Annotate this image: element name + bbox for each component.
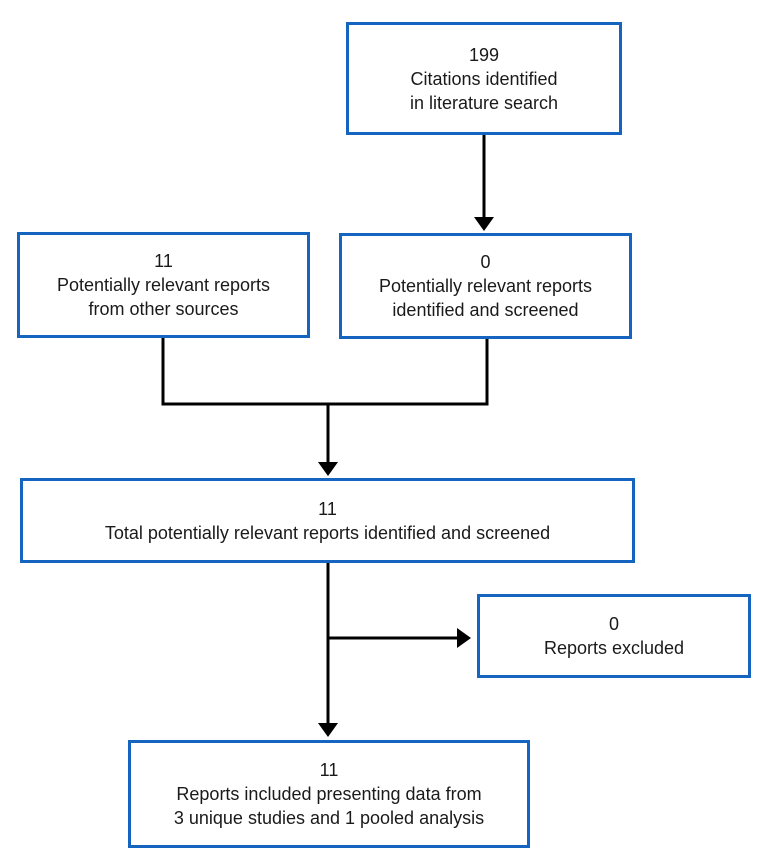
box-total-screened: 11 Total potentially relevant reports id… [20,478,635,563]
box-excluded-count: 0 [608,614,619,634]
box-citations-count: 199 [468,44,500,65]
box-identified-screened-label: Potentially relevant reports [378,276,593,296]
box-other-sources: 11 Potentially relevant reports from oth… [17,232,310,338]
arrow-merge-to-total [318,404,338,476]
box-other-sources-label: Potentially relevant reports [56,275,271,295]
box-other-sources-label: from other sources [88,299,239,319]
arrow-citations-to-screened [474,135,494,231]
box-included-label: Reports included presenting data from [176,784,482,804]
box-identified-screened-label: identified and screened [392,300,579,320]
arrow-total-to-excluded [328,628,471,648]
box-identified-screened-count: 0 [480,252,491,272]
box-citations-label: in literature search [409,92,559,113]
box-citations: 199 Citations identified in literature s… [346,22,622,135]
box-identified-screened: 0 Potentially relevant reports identifie… [339,233,632,339]
box-excluded-label: Reports excluded [543,638,685,658]
box-total-screened-label: Total potentially relevant reports ident… [104,522,551,543]
box-total-screened-count: 11 [318,498,337,519]
connector-merge [161,338,489,406]
box-excluded: 0 Reports excluded [477,594,751,678]
box-included-label: 3 unique studies and 1 pooled analysis [173,808,485,828]
box-citations-label: Citations identified [410,68,558,89]
arrow-total-to-included [318,563,338,737]
box-other-sources-count: 11 [154,251,173,271]
box-included: 11 Reports included presenting data from… [128,740,530,848]
box-included-count: 11 [319,760,339,780]
